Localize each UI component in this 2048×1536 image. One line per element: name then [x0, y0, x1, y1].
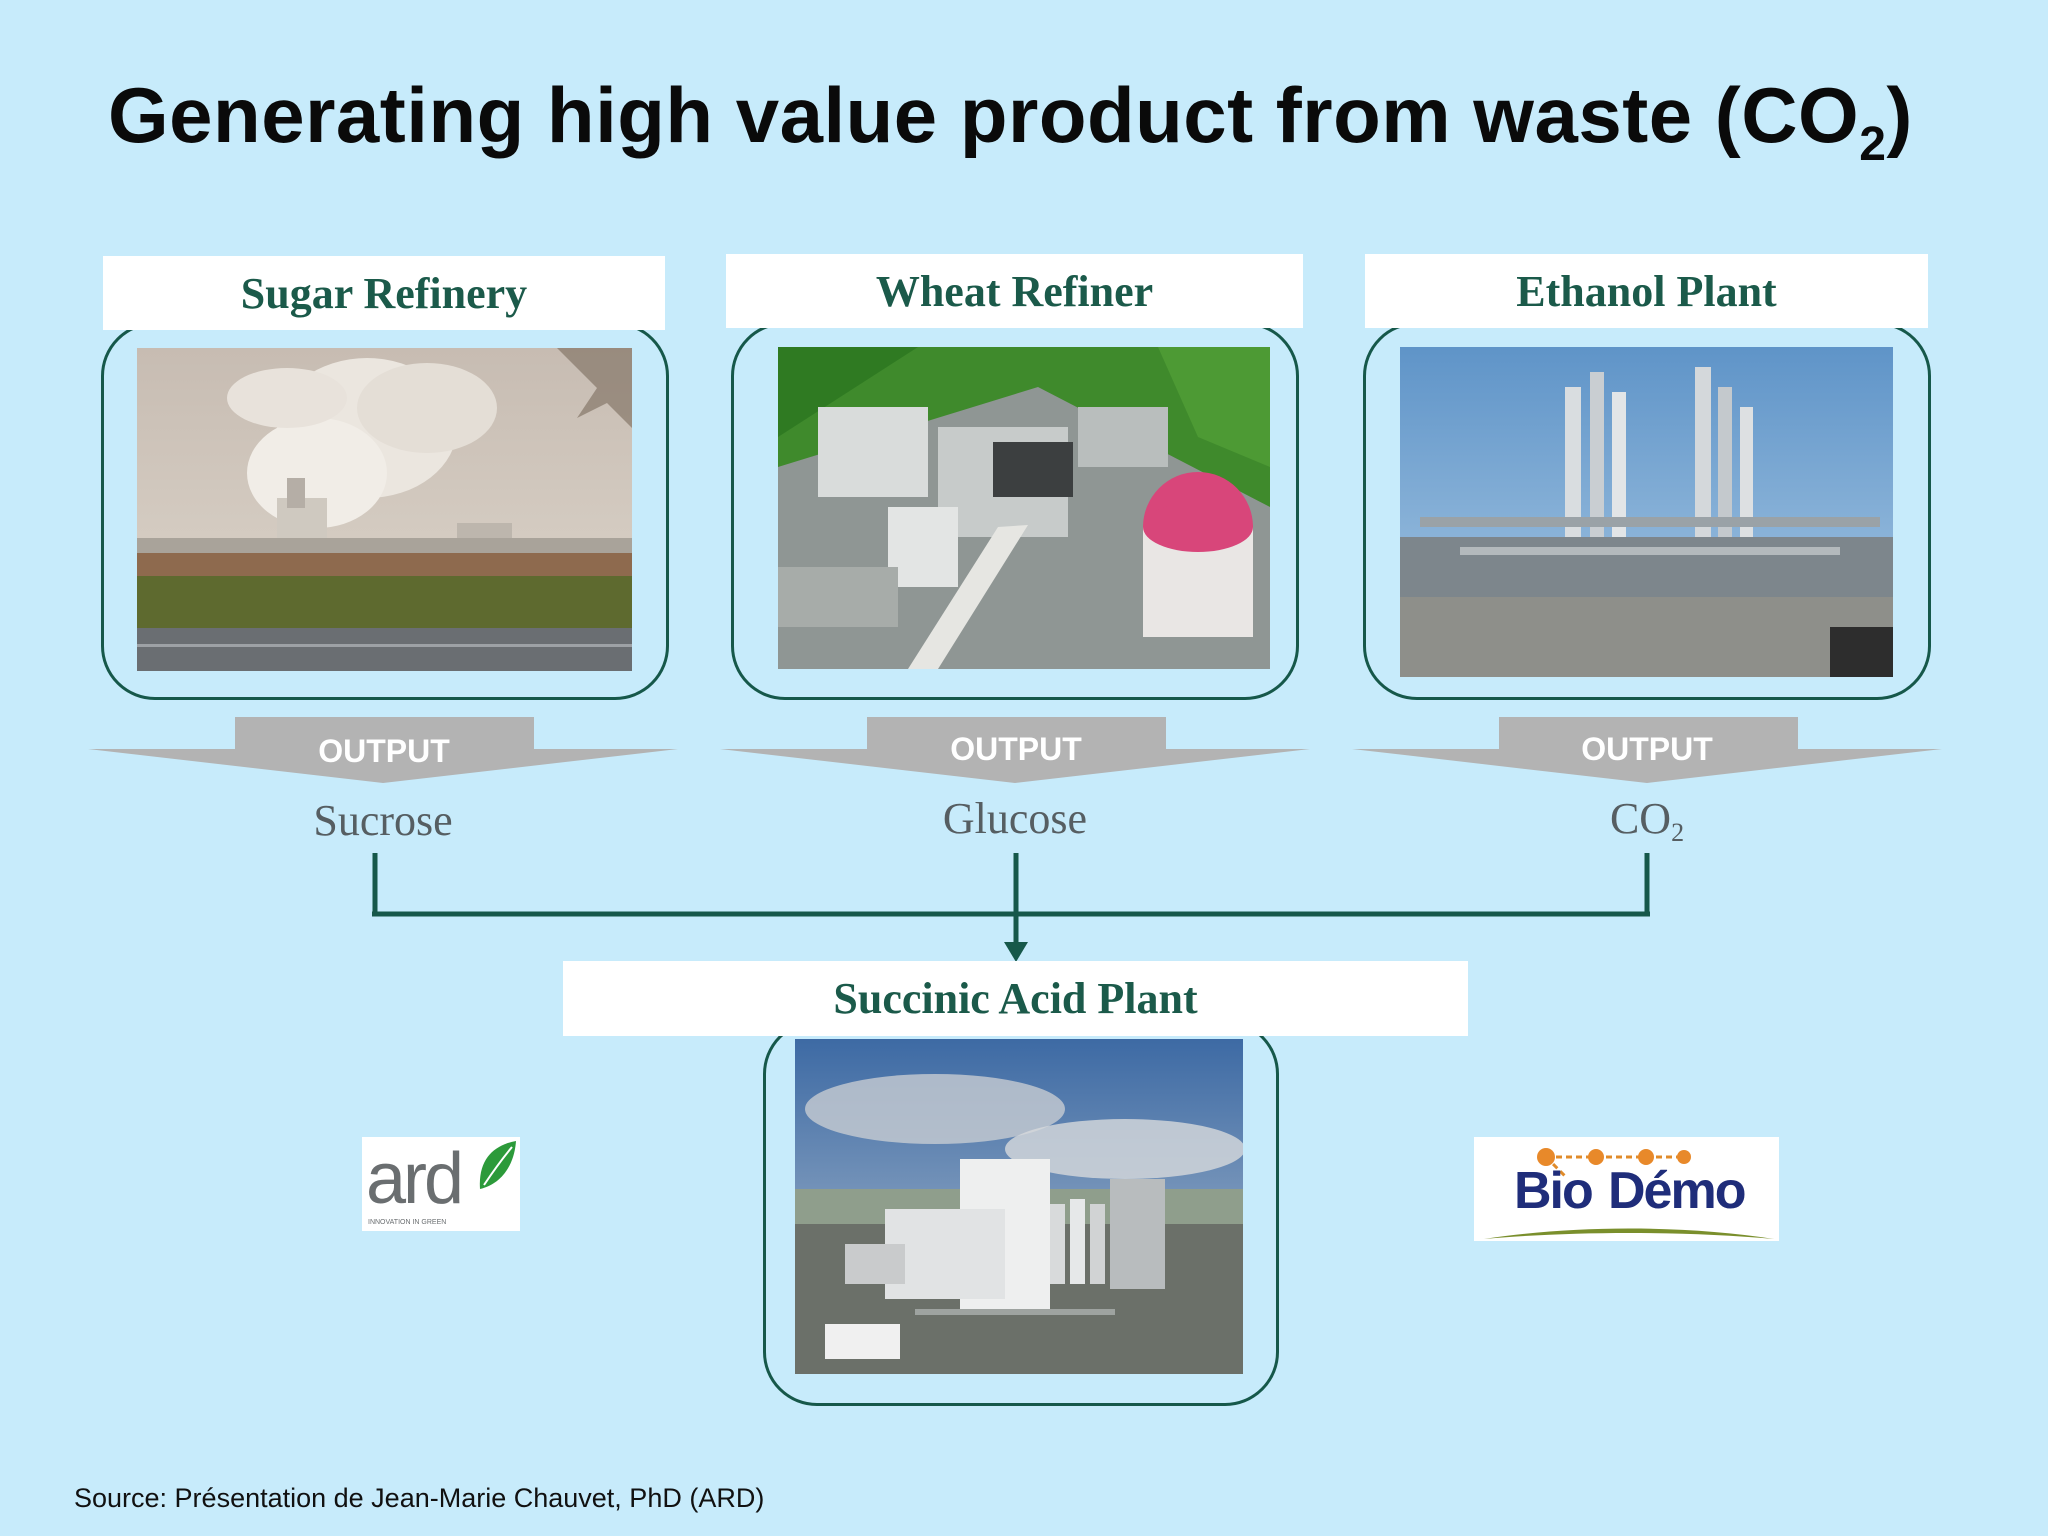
output-label-wheat: OUTPUT: [950, 731, 1082, 767]
wheat-refiner-label: Wheat Refiner: [726, 254, 1303, 328]
product-co2: CO2: [1447, 793, 1847, 847]
title-closing: ): [1886, 71, 1913, 159]
succinic-plant-label: Succinic Acid Plant: [563, 961, 1468, 1036]
sugar-refinery-label: Sugar Refinery: [103, 256, 665, 330]
output-label-ethanol: OUTPUT: [1581, 731, 1713, 767]
sugar-refinery-photo: [137, 348, 632, 671]
biodemo-logo-text-right: Démo: [1608, 1162, 1746, 1220]
product-sucrose-text: Sucrose: [313, 796, 453, 845]
source-citation: Source: Présentation de Jean-Marie Chauv…: [74, 1483, 765, 1513]
ard-logo-tagline: INNOVATION IN GREEN: [368, 1219, 447, 1226]
ethanol-plant-label: Ethanol Plant: [1365, 254, 1928, 328]
output-label-sugar: OUTPUT: [318, 733, 450, 769]
biodemo-logo-text-left: Bio: [1514, 1162, 1594, 1220]
title-subscript: 2: [1859, 118, 1887, 171]
ethanol-plant-photo: [1400, 347, 1893, 677]
connector-lines: [372, 853, 1650, 946]
swoosh-icon: [1484, 1228, 1774, 1239]
flow-connector: [372, 853, 1650, 962]
product-co2-subscript: 2: [1671, 818, 1685, 847]
output-arrow-ethanol: [1352, 717, 1942, 783]
ard-logo-text: ard: [366, 1139, 464, 1219]
wheat-refiner-photo: [778, 347, 1270, 669]
succinic-plant-label-text: Succinic Acid Plant: [833, 974, 1198, 1023]
molecule-icon: [1537, 1148, 1691, 1179]
product-sucrose: Sucrose: [183, 795, 583, 846]
slide-title: Generating high value product from waste…: [108, 70, 1968, 169]
ethanol-plant-label-text: Ethanol Plant: [1516, 266, 1777, 316]
wheat-refiner-label-text: Wheat Refiner: [875, 266, 1154, 316]
connector-arrowhead: [1004, 942, 1028, 962]
product-co2-text: CO: [1609, 794, 1672, 843]
product-glucose: Glucose: [815, 793, 1215, 844]
output-arrow-sugar: [88, 717, 678, 783]
biodemo-logo: Bio Démo: [1474, 1137, 1779, 1241]
ard-logo: ard INNOVATION IN GREEN: [362, 1137, 520, 1231]
leaf-icon: [479, 1141, 516, 1189]
product-glucose-text: Glucose: [942, 794, 1088, 843]
succinic-plant-photo: [795, 1039, 1243, 1374]
title-main-text: Generating high value product from waste…: [108, 71, 1860, 159]
output-arrow-wheat: [720, 717, 1310, 783]
sugar-refinery-label-text: Sugar Refinery: [240, 268, 528, 318]
